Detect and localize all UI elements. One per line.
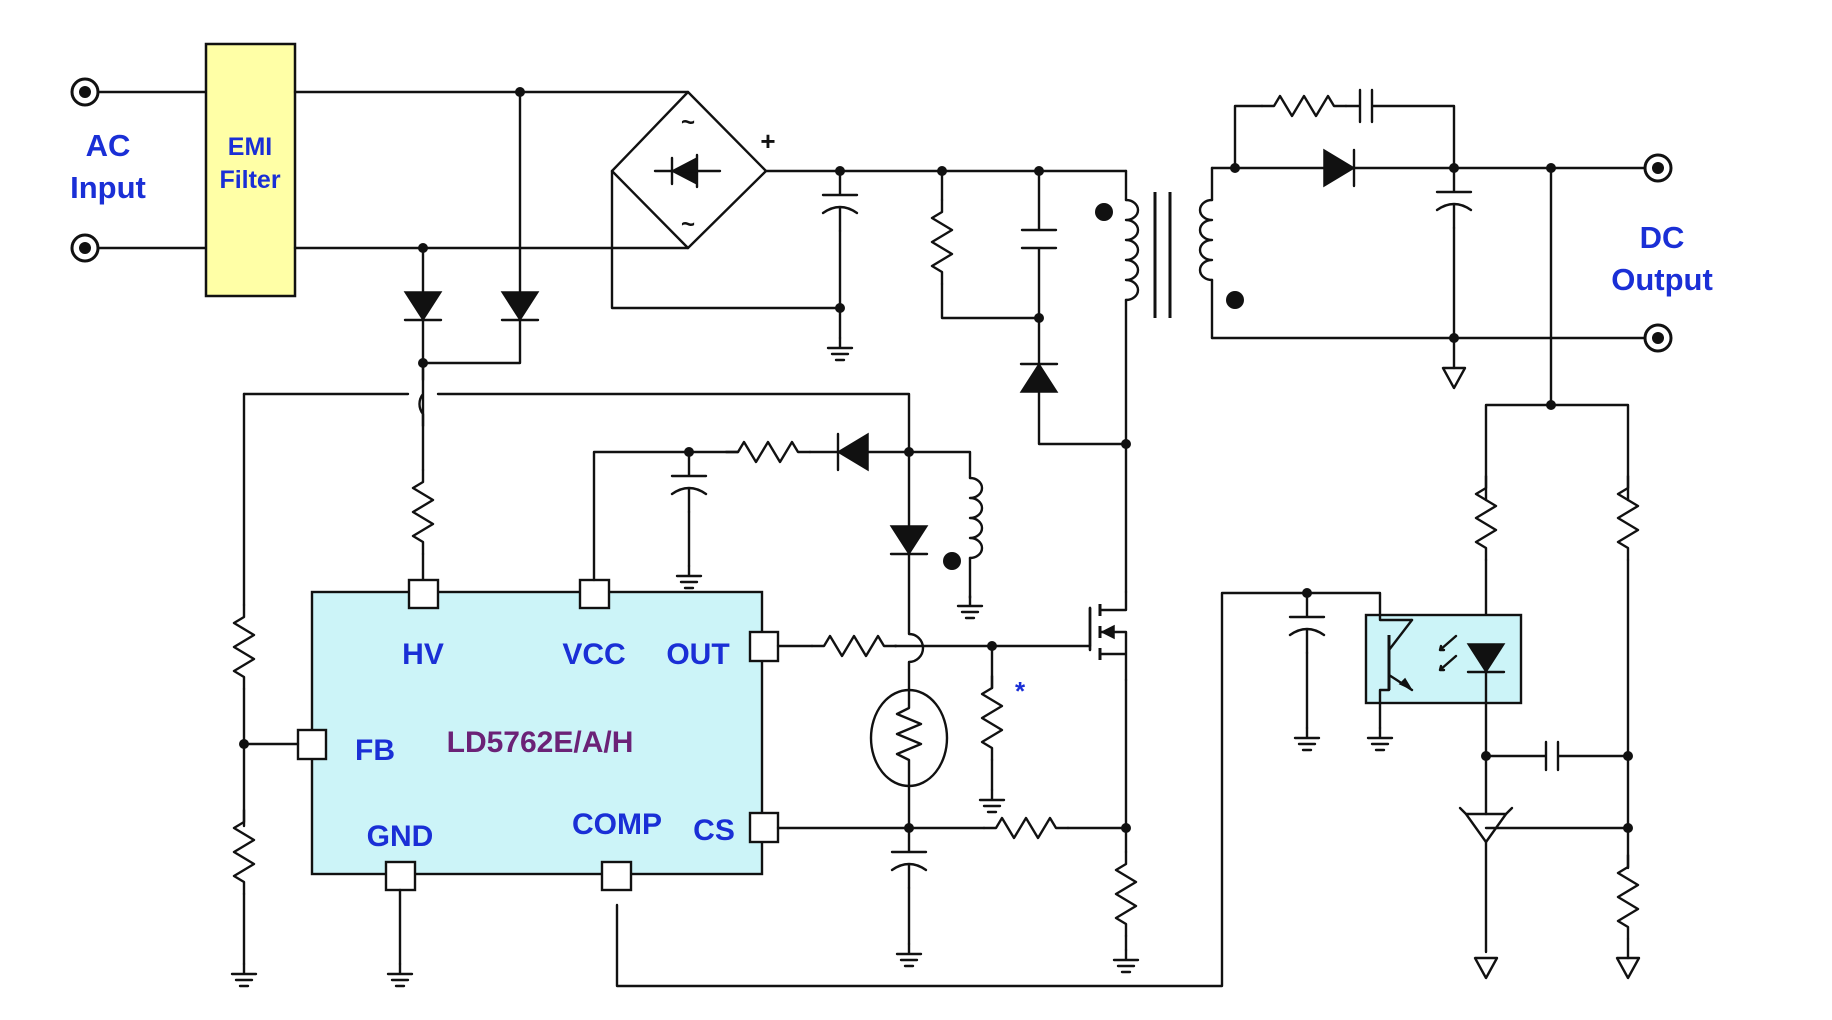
dc-output-label-1: DC	[1640, 220, 1685, 255]
aux-rectifier-diode	[836, 432, 869, 472]
ic-gnd-ground	[386, 962, 414, 988]
ic-body	[310, 590, 764, 876]
flyback-transformer	[1095, 166, 1244, 446]
comp-capacitor	[1288, 591, 1326, 655]
vcc-resistor	[724, 440, 812, 464]
gate-pulldown-ground	[978, 788, 1006, 814]
emi-filter-label-1: EMI	[228, 133, 272, 161]
output-capacitor	[1435, 166, 1473, 230]
divider-ground	[1615, 956, 1641, 980]
emi-filter-block	[204, 42, 297, 298]
dc-output-terminal-bottom	[1643, 323, 1673, 353]
cs-filter-resistor	[982, 816, 1070, 840]
ic-part-number: LD5762E/A/H	[447, 726, 634, 759]
fb-ground	[230, 962, 258, 988]
vcc-capacitor	[670, 450, 708, 514]
output-rectifier-diode	[1323, 148, 1356, 188]
fb-upper-resistor	[232, 603, 256, 691]
auxiliary-winding	[943, 476, 984, 600]
sense-ground	[1112, 948, 1140, 974]
pin-fb-label: FB	[355, 734, 395, 767]
divider-upper-resistor	[1616, 474, 1640, 562]
pin-cs-label: CS	[693, 814, 735, 847]
opto-led-resistor	[1474, 474, 1498, 562]
vcc-clamp-diode	[889, 524, 929, 556]
pin-out-label: OUT	[666, 638, 729, 671]
pin-fb	[296, 728, 328, 761]
opto-transistor	[1387, 618, 1458, 692]
gate-pulldown-resistor	[980, 674, 1004, 762]
cs-filter-capacitor	[890, 826, 928, 890]
bridge-ac-top: ~	[681, 109, 695, 136]
snubber-resistor	[930, 198, 954, 286]
pin-cs	[748, 811, 780, 844]
vcc-cap-ground	[675, 564, 703, 590]
sec-snubber-resistor	[1260, 94, 1348, 118]
comp-cap-ground	[1293, 726, 1321, 752]
ac-input-terminal-top	[70, 77, 100, 107]
current-sense-resistor	[1114, 850, 1138, 938]
cs-cap-ground	[895, 942, 923, 968]
bulk-capacitor	[821, 169, 859, 233]
asterisk-note: *	[1015, 676, 1026, 706]
fb-lower-resistor	[232, 808, 256, 896]
dc-output-label-2: Output	[1611, 262, 1713, 297]
emi-filter-label-2: Filter	[219, 166, 280, 194]
secondary-ground	[1441, 366, 1467, 390]
bridge-plus: +	[760, 126, 775, 156]
pin-gnd	[384, 860, 417, 892]
divider-lower-resistor	[1616, 853, 1640, 941]
snubber-diode	[1019, 362, 1059, 394]
dc-output-terminal-top	[1643, 153, 1673, 183]
pin-comp-label: COMP	[572, 808, 662, 841]
ntc-thermistor	[869, 688, 949, 788]
power-mosfet	[1088, 590, 1128, 682]
pin-hv	[407, 578, 440, 610]
bridge-rectifier	[610, 90, 768, 250]
ac-input-label-2: Input	[70, 170, 146, 205]
tl431-regulator	[1458, 754, 1514, 954]
ac-input-terminal-bottom	[70, 233, 100, 263]
gate-resistor	[810, 634, 898, 658]
aux-winding-ground	[956, 594, 984, 620]
opto-emitter-ground	[1366, 726, 1394, 752]
pin-hv-label: HV	[402, 638, 444, 671]
pin-vcc-label: VCC	[562, 638, 625, 671]
hv-diode-1	[403, 290, 443, 322]
bridge-ac-bottom: ~	[681, 211, 695, 238]
ac-input-label-1: AC	[86, 128, 131, 163]
bulk-cap-ground	[826, 336, 854, 362]
pin-vcc	[578, 578, 611, 610]
tl431-ground	[1473, 956, 1499, 980]
pin-gnd-label: GND	[367, 820, 434, 853]
hv-diode-2	[500, 290, 540, 322]
pin-out	[748, 630, 780, 663]
pin-comp	[600, 860, 633, 892]
hv-resistor	[411, 468, 435, 556]
